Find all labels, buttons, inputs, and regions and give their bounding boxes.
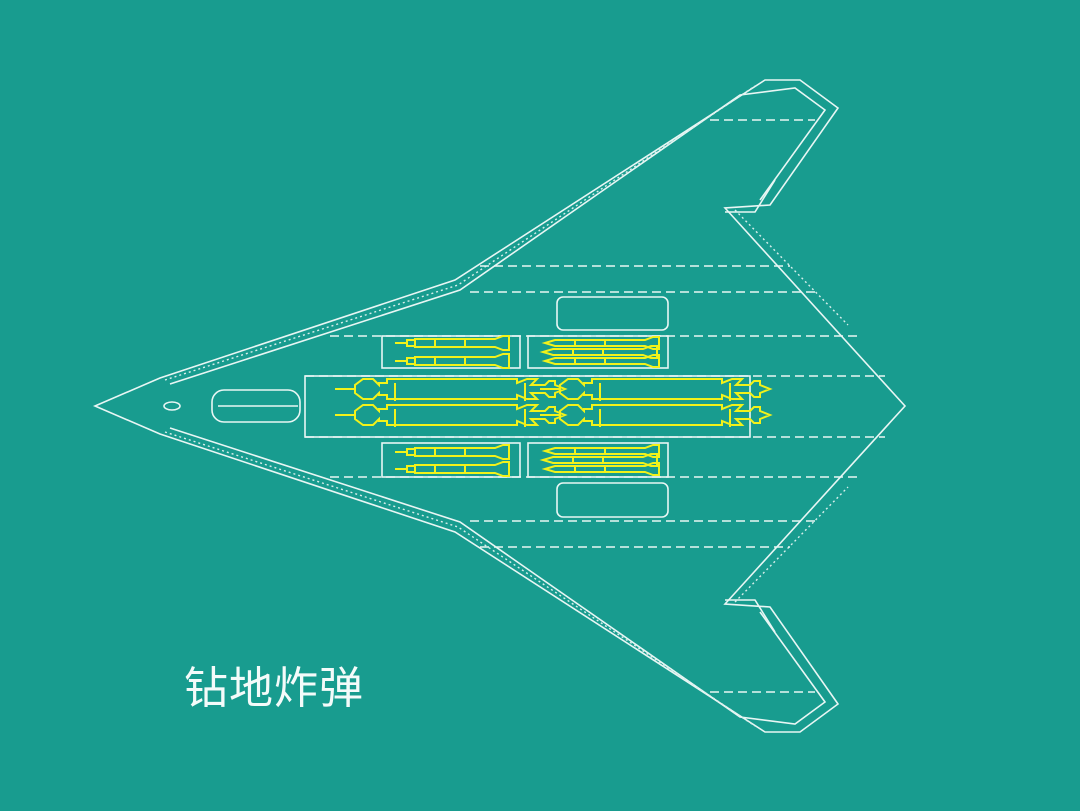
large-bomb bbox=[335, 378, 568, 401]
small-bomb bbox=[395, 444, 510, 460]
main-bay bbox=[304, 375, 751, 438]
small-bomb bbox=[395, 461, 510, 477]
small-bomb bbox=[539, 453, 658, 467]
lower-left-bay bbox=[381, 442, 521, 478]
small-bomb bbox=[541, 444, 660, 458]
weapon-bays bbox=[304, 296, 751, 518]
upper-small-bay bbox=[556, 296, 669, 331]
lower-right-bay bbox=[527, 442, 669, 478]
bunker-buster-bombs bbox=[335, 335, 773, 477]
large-bomb bbox=[540, 378, 773, 401]
lower-small-bay bbox=[556, 482, 669, 518]
small-bomb bbox=[395, 335, 510, 351]
small-bomb bbox=[539, 345, 658, 359]
small-bomb bbox=[541, 336, 660, 350]
upper-left-bay bbox=[381, 335, 521, 369]
upper-right-bay bbox=[527, 335, 669, 369]
small-bomb bbox=[395, 353, 510, 369]
large-bomb bbox=[540, 404, 773, 427]
small-bomb bbox=[541, 462, 660, 476]
nose-bay bbox=[163, 389, 301, 423]
large-bomb bbox=[335, 404, 568, 427]
diagram-caption: 钻地炸弹 bbox=[184, 663, 364, 714]
panel-lines bbox=[305, 119, 885, 693]
small-bomb bbox=[541, 354, 660, 368]
aircraft-outline bbox=[92, 79, 907, 733]
